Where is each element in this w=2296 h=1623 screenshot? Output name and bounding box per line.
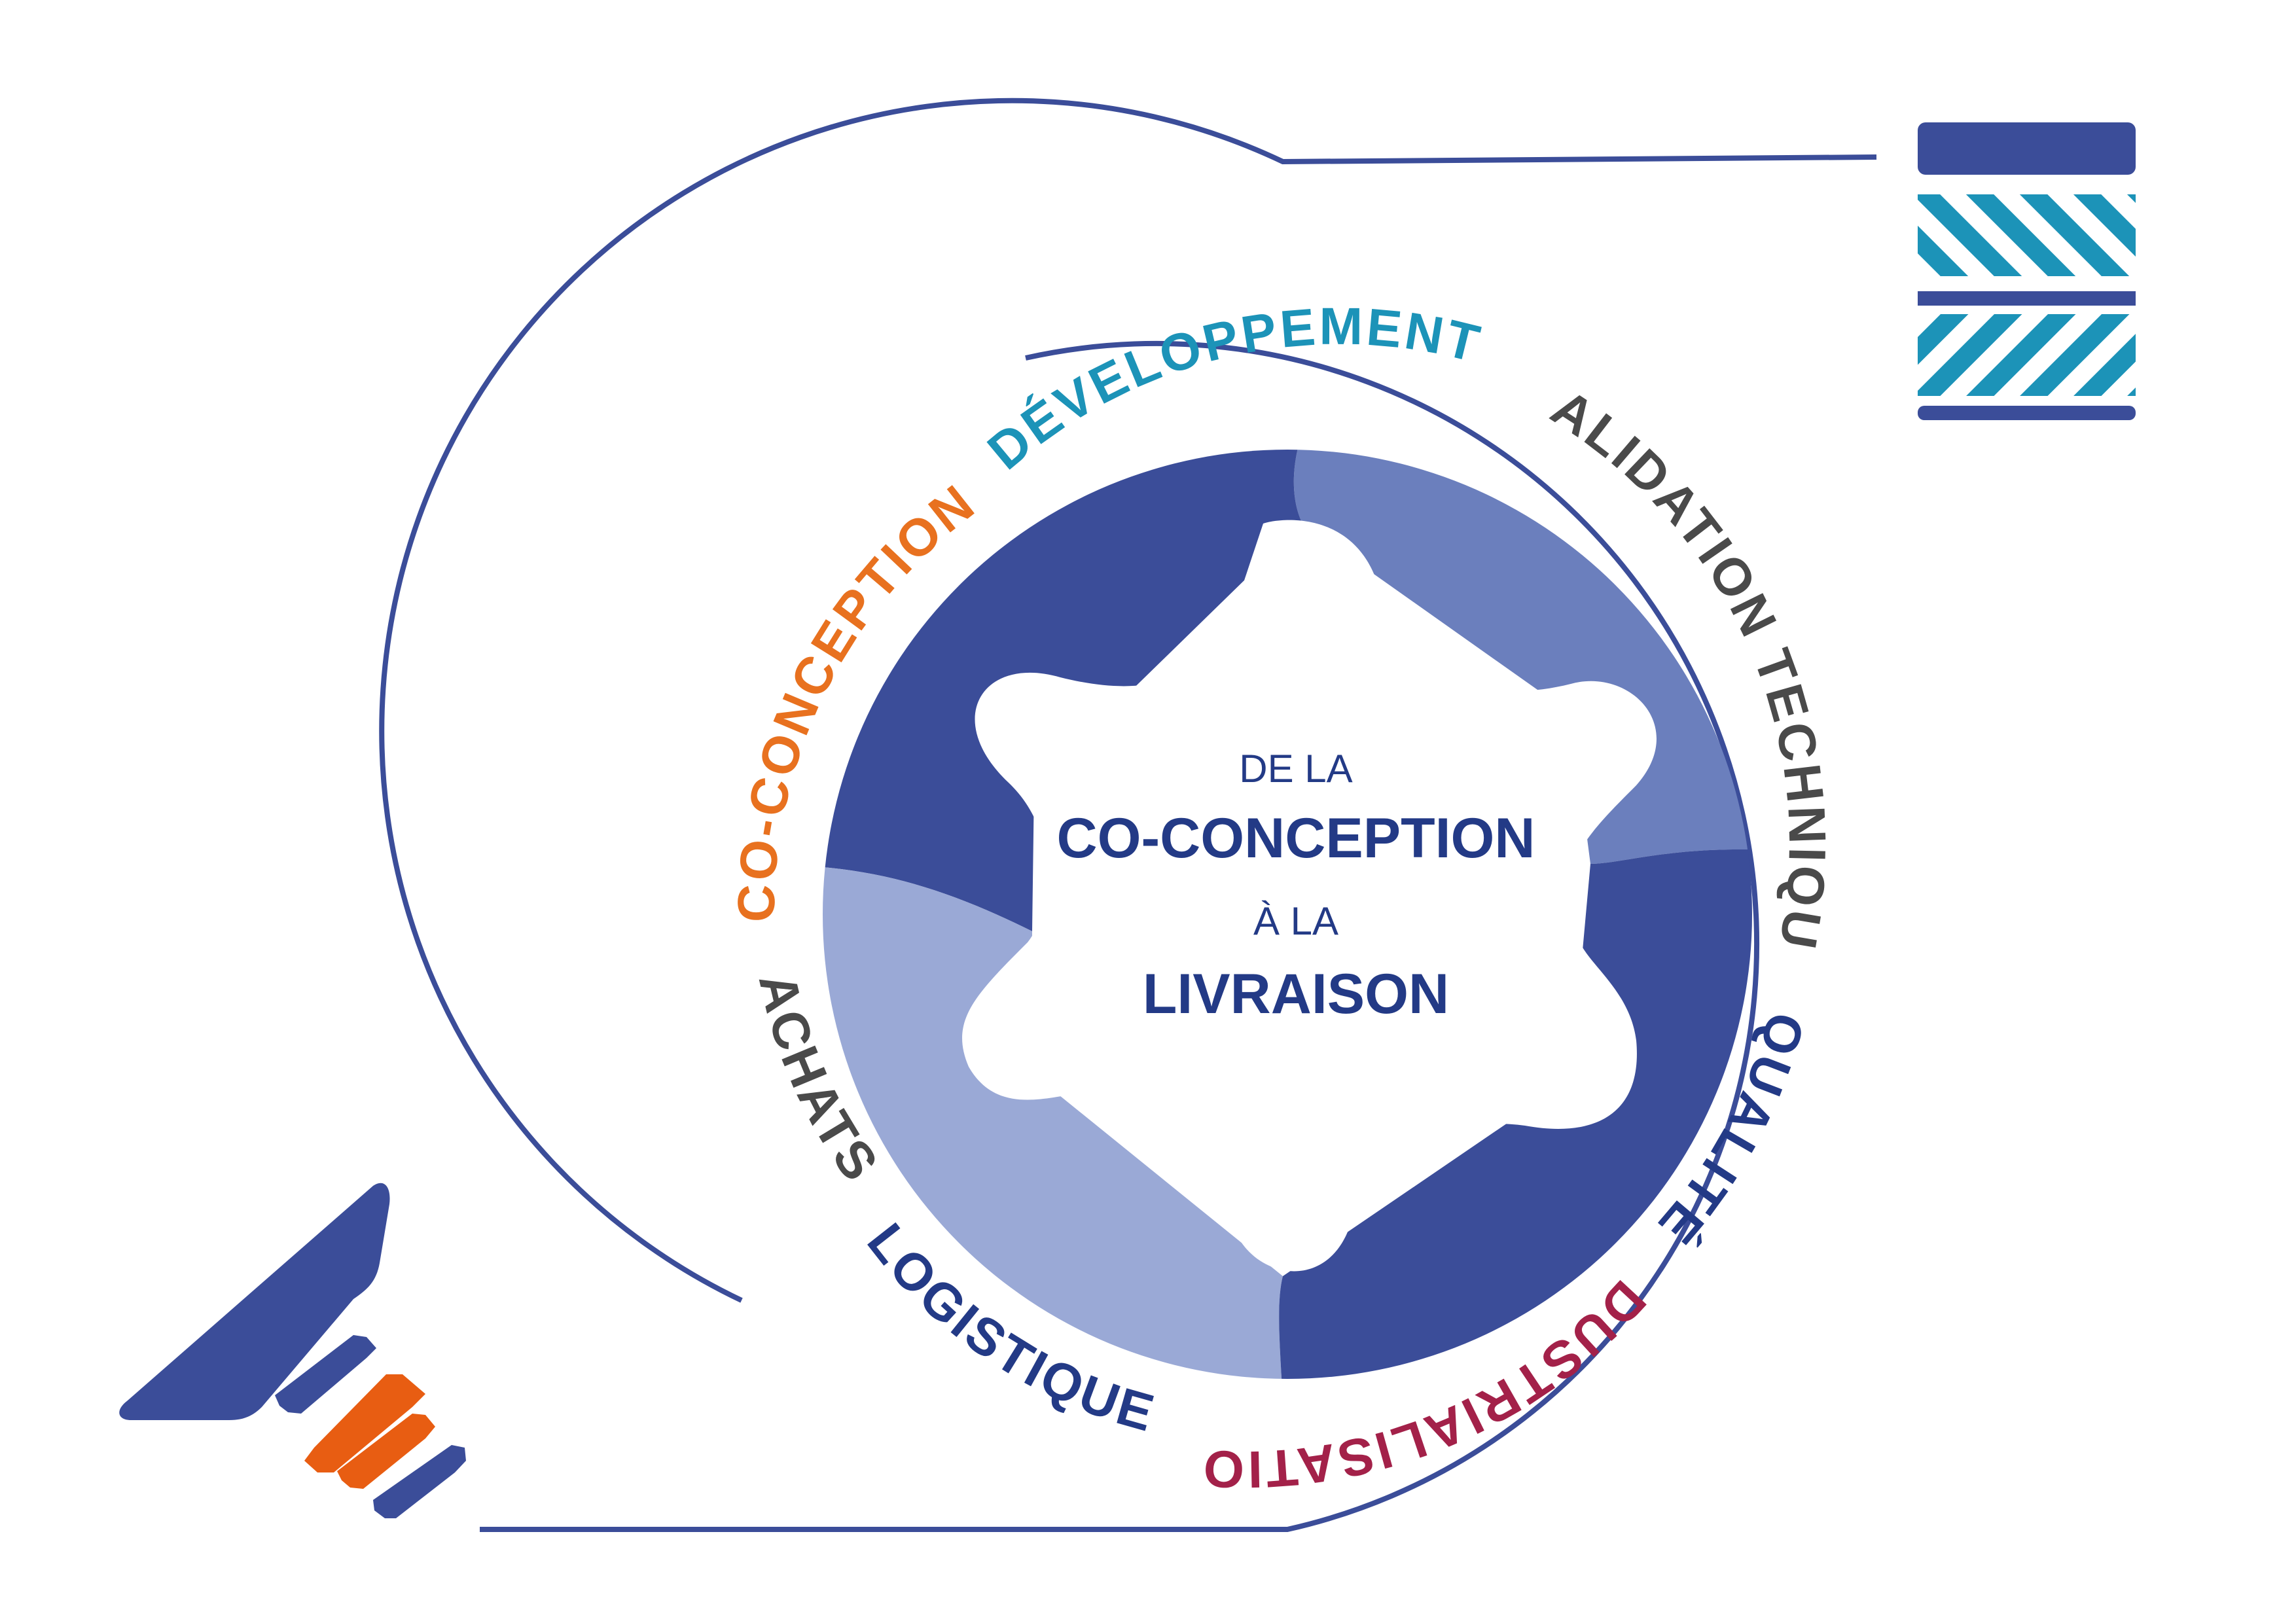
outer-top-line xyxy=(379,98,1877,1303)
brand-logo-icon xyxy=(119,1183,466,1518)
center-line-1: DE LA xyxy=(1239,747,1352,791)
center-line-4: LIVRAISON xyxy=(1143,963,1449,1026)
outer-bottom-line xyxy=(480,340,1760,1532)
stripe-roll-icon xyxy=(1918,122,2136,420)
center-line-3: À LA xyxy=(1253,899,1338,943)
center-line-2: CO-CONCEPTION xyxy=(1057,807,1535,870)
center-gear-shape xyxy=(962,520,1657,1272)
